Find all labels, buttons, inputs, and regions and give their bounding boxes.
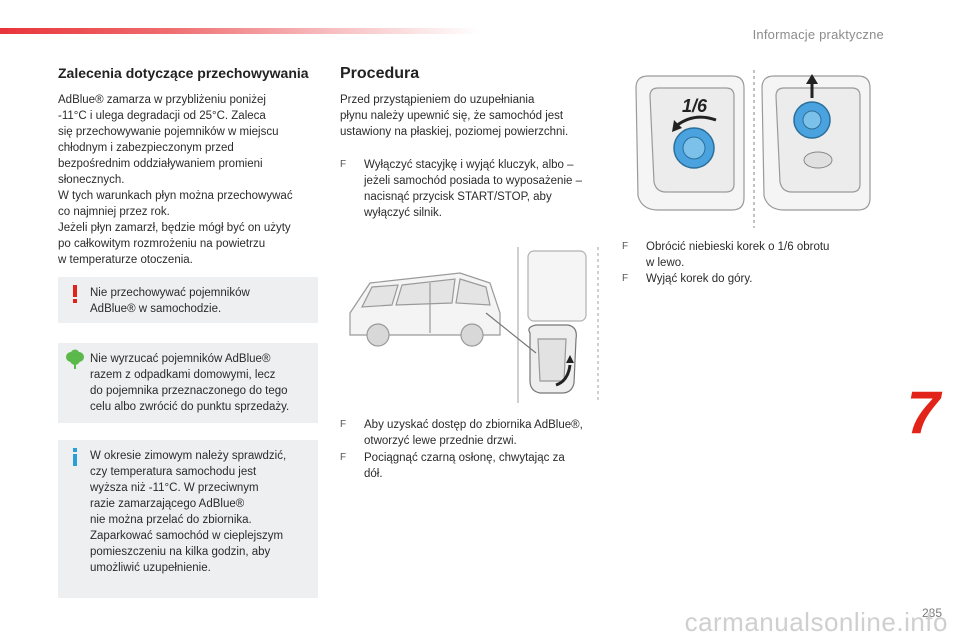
- info-icon: [73, 448, 77, 466]
- step-2: F Aby uzyskać dostęp do zbiornika AdBlue…: [340, 417, 610, 449]
- watermark: carmanualsonline.info: [684, 607, 948, 637]
- page-number: 285: [921, 606, 942, 620]
- bullet-mark: F: [622, 273, 629, 284]
- warning-exclamation-icon: [73, 285, 77, 303]
- cap-rotation-label: 1/6: [682, 96, 708, 116]
- step-4-text: Obrócić niebieski korek o 1/6 obrotu w l…: [646, 241, 830, 269]
- bullet-mark: F: [340, 419, 347, 430]
- bullet-mark: F: [340, 159, 347, 170]
- tree-eco-icon: [66, 349, 84, 369]
- step-1: F Wyłączyć stacyjkę i wyjąć kluczyk, alb…: [340, 157, 610, 221]
- storage-paragraph: AdBlue® zamarza w przybliżeniu poniżej -…: [58, 94, 293, 266]
- procedure-title: Procedura: [340, 65, 420, 82]
- van-door-illustration: [340, 243, 608, 405]
- section-header: Informacje praktyczne: [752, 27, 884, 42]
- chapter-number: 7: [906, 379, 940, 446]
- header-accent-bar: [0, 28, 480, 34]
- warning-text: Nie przechowywać pojemników AdBlue® w sa…: [90, 287, 250, 315]
- step-2-text: Aby uzyskać dostęp do zbiornika AdBlue®,…: [364, 419, 583, 447]
- procedure-intro: Przed przystąpieniem do uzupełniania pły…: [340, 94, 569, 138]
- bullet-mark: F: [622, 241, 629, 252]
- step-1-text: Wyłączyć stacyjkę i wyjąć kluczyk, albo …: [364, 159, 582, 219]
- eco-box: Nie wyrzucać pojemników AdBlue® razem z …: [58, 343, 318, 423]
- storage-title: Zalecenia dotyczące przechowywania: [58, 65, 309, 81]
- info-text: W okresie zimowym należy sprawdzić, czy …: [90, 450, 287, 574]
- warning-box: Nie przechowywać pojemników AdBlue® w sa…: [58, 277, 318, 323]
- blue-cap-illustration: 1/6: [622, 68, 884, 230]
- step-3: F Pociągnąć czarną osłonę, chwytając za …: [340, 450, 610, 482]
- step-5: F Wyjąć korek do góry.: [622, 271, 882, 287]
- step-5-text: Wyjąć korek do góry.: [646, 273, 753, 285]
- eco-text: Nie wyrzucać pojemników AdBlue® razem z …: [90, 353, 290, 413]
- bullet-mark: F: [340, 452, 347, 463]
- info-box: W okresie zimowym należy sprawdzić, czy …: [58, 440, 318, 598]
- step-3-text: Pociągnąć czarną osłonę, chwytając za dó…: [364, 452, 565, 480]
- step-4: F Obrócić niebieski korek o 1/6 obrotu w…: [622, 239, 882, 271]
